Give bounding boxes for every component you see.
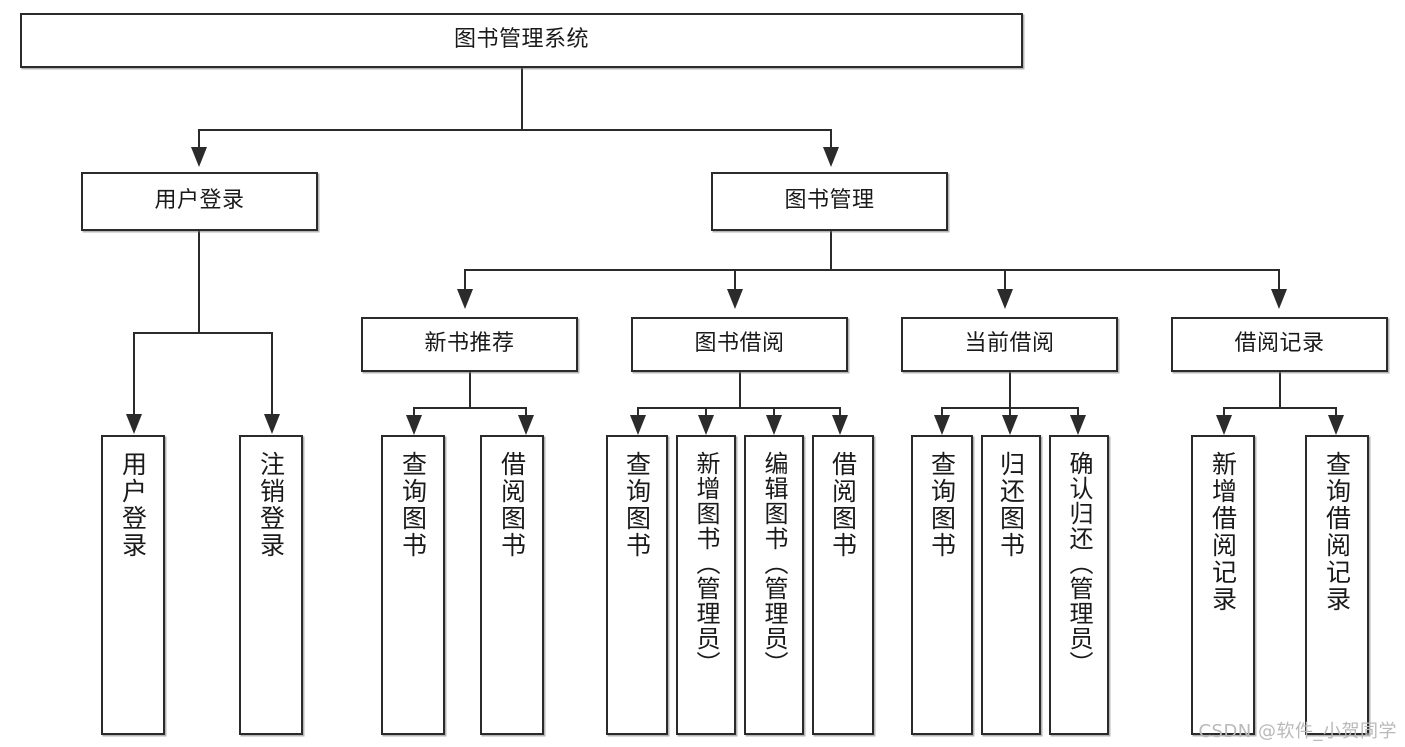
connector-records-drop-1 [1223, 407, 1225, 416]
arrow-to-leaf-borrow-book-2 [832, 415, 848, 435]
connector-recommend-stem [469, 372, 471, 408]
arrow-to-leaf-return-book [1002, 415, 1018, 435]
connector-recommend-drop-2 [525, 407, 527, 416]
arrow-to-leaf-add-record [1216, 415, 1232, 435]
connector-bookmgmt-drop-4 [1278, 269, 1280, 290]
connector-bookborrow-drop-1 [637, 407, 639, 416]
node-label: 归还图书 [996, 451, 1026, 559]
node-label: 借阅记录 [1234, 331, 1325, 357]
leaf-borrow-book[interactable]: 借阅图书 [812, 435, 874, 735]
node-label: 新增借阅记录 [1208, 451, 1238, 613]
node-label: 查询图书 [398, 451, 428, 559]
leaf-logout[interactable]: 注销登录 [239, 435, 303, 735]
connector-currentborrow-drop-2 [1009, 407, 1011, 416]
arrow-to-book-manage [823, 147, 839, 167]
arrow-to-book-borrow [727, 289, 743, 309]
arrow-to-leaf-borrow-book-1 [518, 415, 534, 435]
arrow-to-leaf-edit-book [766, 415, 782, 435]
connector-userlogin-bus [133, 332, 273, 334]
connector-currentborrow-drop-3 [1077, 407, 1079, 416]
connector-records-stem [1279, 372, 1281, 408]
leaf-query-book-current[interactable]: 查询图书 [911, 435, 973, 735]
connector-bookborrow-drop-2 [705, 407, 707, 416]
connector-root-bus [198, 129, 832, 131]
node-label: 当前借阅 [964, 331, 1055, 357]
leaf-return-book[interactable]: 归还图书 [981, 435, 1041, 735]
arrow-to-new-book-recommend [457, 289, 473, 309]
leaf-add-book-admin[interactable]: 新增图书（管理员） [676, 435, 736, 735]
connector-root-drop-left [198, 129, 200, 147]
arrow-to-leaf-logout [264, 414, 280, 434]
leaf-query-book-recommend[interactable]: 查询图书 [381, 435, 445, 735]
connector-bookborrow-stem [739, 372, 741, 408]
connector-records-drop-2 [1335, 407, 1337, 416]
node-book-management[interactable]: 图书管理 [711, 172, 948, 231]
connector-bookmgmt-bus [464, 269, 1280, 271]
connector-bookborrow-drop-4 [839, 407, 841, 416]
node-new-book-recommend[interactable]: 新书推荐 [361, 317, 578, 372]
arrow-to-leaf-add-book [698, 415, 714, 435]
node-label: 编辑图书（管理员） [760, 451, 788, 676]
node-label: 图书借阅 [694, 331, 785, 357]
leaf-query-book-borrow[interactable]: 查询图书 [606, 435, 668, 735]
watermark: CSDN @软件_小贺同学 [1198, 721, 1397, 742]
connector-userlogin-stem [198, 231, 200, 333]
arrow-to-leaf-user-login [126, 414, 142, 434]
arrow-to-user-login [191, 147, 207, 167]
leaf-edit-book-admin[interactable]: 编辑图书（管理员） [744, 435, 804, 735]
connector-root-stem [521, 68, 523, 130]
arrow-to-leaf-query-book-2 [630, 415, 646, 435]
node-label: 用户登录 [118, 451, 148, 559]
node-label: 借阅图书 [828, 451, 858, 559]
node-user-login[interactable]: 用户登录 [81, 172, 318, 231]
connector-bookmgmt-drop-1 [464, 269, 466, 290]
connector-bookmgmt-drop-2 [734, 269, 736, 290]
connector-bookmgmt-drop-3 [1004, 269, 1006, 290]
connector-currentborrow-stem [1009, 372, 1011, 408]
node-label: 借阅图书 [497, 451, 527, 559]
connector-userlogin-drop-1 [133, 332, 135, 415]
leaf-borrow-book-recommend[interactable]: 借阅图书 [480, 435, 544, 735]
node-borrow-records[interactable]: 借阅记录 [1171, 317, 1388, 372]
connector-userlogin-drop-2 [271, 332, 273, 415]
connector-recommend-bus [413, 407, 527, 409]
node-label: 查询借阅记录 [1322, 451, 1352, 613]
node-label: 确认归还（管理员） [1065, 451, 1093, 676]
node-label: 用户登录 [154, 188, 245, 214]
node-label: 查询图书 [927, 451, 957, 559]
leaf-user-login[interactable]: 用户登录 [101, 435, 165, 735]
node-root-system[interactable]: 图书管理系统 [20, 13, 1023, 68]
node-label: 新增图书（管理员） [692, 451, 720, 676]
connector-bookborrow-drop-3 [773, 407, 775, 416]
connector-bookmgmt-stem [830, 231, 832, 270]
node-label: 图书管理系统 [453, 27, 589, 53]
node-label: 注销登录 [256, 451, 286, 559]
node-label: 图书管理 [784, 188, 875, 214]
leaf-query-borrow-record[interactable]: 查询借阅记录 [1305, 435, 1369, 735]
connector-bookborrow-bus [637, 407, 841, 409]
leaf-confirm-return-admin[interactable]: 确认归还（管理员） [1049, 435, 1109, 735]
node-label: 新书推荐 [424, 331, 515, 357]
arrow-to-leaf-query-record [1328, 415, 1344, 435]
arrow-to-leaf-confirm-return [1070, 415, 1086, 435]
connector-records-bus [1223, 407, 1337, 409]
node-label: 查询图书 [622, 451, 652, 559]
arrow-to-current-borrow [997, 289, 1013, 309]
node-current-borrow[interactable]: 当前借阅 [901, 317, 1118, 372]
arrow-to-leaf-query-book-1 [406, 415, 422, 435]
connector-currentborrow-drop-1 [941, 407, 943, 416]
arrow-to-leaf-query-book-3 [934, 415, 950, 435]
connector-root-drop-right [830, 129, 832, 147]
leaf-add-borrow-record[interactable]: 新增借阅记录 [1191, 435, 1255, 735]
node-book-borrow[interactable]: 图书借阅 [631, 317, 848, 372]
arrow-to-borrow-records [1271, 289, 1287, 309]
connector-recommend-drop-1 [413, 407, 415, 416]
